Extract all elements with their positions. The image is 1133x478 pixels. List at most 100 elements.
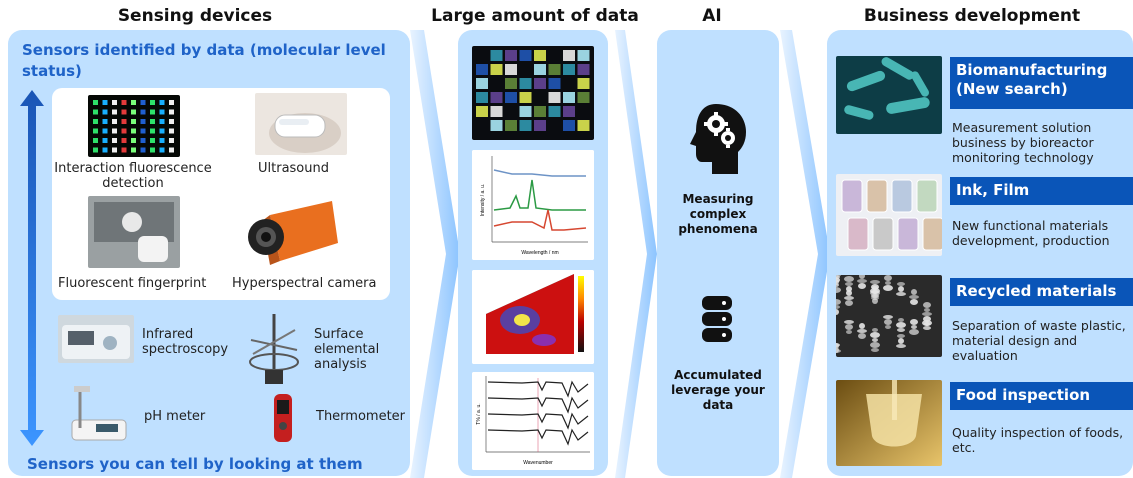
plastic-pellet (836, 305, 840, 309)
microarray-spot (140, 147, 146, 153)
plastic-pellet (870, 332, 880, 338)
hyperspectral-mosaic-image (472, 46, 594, 140)
microarray-spot (140, 138, 146, 143)
business-desc-recycled: Separation of waste plastic, material de… (952, 318, 1126, 363)
plastic-pellet (836, 283, 839, 287)
mosaic-tile (563, 92, 575, 103)
mosaic-tile (505, 50, 517, 61)
plastic-pellet (897, 328, 905, 332)
ink-jug (841, 179, 863, 213)
ftir-line-4 (487, 428, 589, 446)
microarray-spot (93, 100, 98, 105)
mosaic-tile (519, 120, 532, 131)
mosaic-tile (476, 106, 488, 117)
mosaic-tile (563, 106, 575, 117)
ink-jug (897, 217, 919, 251)
plastic-pellet (870, 280, 880, 284)
plastic-pellet (844, 320, 854, 324)
microarray-spot (102, 147, 108, 153)
plastic-pellet (858, 333, 866, 339)
microarray-spot (112, 109, 117, 115)
plastic-pellet (846, 290, 852, 296)
mosaic-tile (534, 64, 546, 75)
microarray-spot (159, 147, 165, 153)
flow-arrow-1 (410, 30, 460, 478)
plastic-pellet (871, 348, 879, 352)
accumulated-data-text: Accumulated leverage your data (671, 368, 765, 412)
microarray-spot (150, 109, 155, 115)
microarray-spot (121, 109, 127, 115)
device-label-fluorescence: Interaction fluorescence detection (54, 161, 212, 191)
plastic-pellet (872, 338, 878, 342)
hyperspectral-camera-image (240, 195, 340, 271)
microarray-spot (169, 119, 174, 124)
microarray-spot (159, 109, 165, 115)
plastic-pellet (872, 286, 878, 290)
plastic-pellet (911, 289, 917, 295)
device-label-fingerprint: Fluorescent fingerprint (58, 276, 207, 291)
microarray-spot (159, 100, 165, 105)
microarray-spot (102, 119, 108, 124)
microarray-spot (93, 119, 98, 124)
ftir-line-1 (487, 380, 589, 398)
plastic-pellet (898, 318, 904, 322)
mosaic-tile (548, 78, 561, 89)
vertical-double-arrow (20, 90, 44, 446)
microarray-spot (131, 109, 136, 115)
microarray-spot (159, 128, 165, 134)
plastic-pellet (857, 329, 867, 333)
molecular-sensors-label: Sensors identified by data (molecular le… (22, 41, 386, 80)
microarray-spot (150, 100, 155, 105)
plastic-pellet (858, 283, 866, 289)
business-title-recycled: Recycled materials (950, 278, 1133, 306)
mosaic-tile (563, 120, 575, 131)
microarray-spot (140, 119, 146, 124)
microarray-spot (150, 147, 155, 153)
plastic-pellet (910, 299, 918, 305)
plastic-pellet (896, 344, 906, 348)
mosaic-tile (476, 64, 488, 75)
plastic-pellets-image (836, 275, 942, 357)
microarray-spot (121, 119, 127, 124)
device-label-surface: Surface elemental analysis (314, 327, 380, 372)
microarray-spot (93, 128, 98, 134)
business-title: Business development (863, 6, 1081, 26)
plastic-pellet (857, 279, 867, 283)
plastic-pellet (885, 281, 891, 285)
microarray-spot (131, 128, 136, 134)
ink-jug (891, 179, 913, 213)
fluorescent-fingerprint-image (88, 196, 180, 268)
mosaic-tile (577, 120, 590, 131)
microarray-spot (121, 100, 127, 105)
business-title-ink: Ink, Film (950, 177, 1133, 205)
microarray-spot (102, 100, 108, 105)
microarray-spot (112, 119, 117, 124)
business-desc-ink: New functional materials development, pr… (952, 218, 1110, 248)
mosaic-tile (519, 92, 532, 103)
surface-analysis-image (243, 310, 305, 388)
plastic-pellet (870, 342, 880, 348)
business-desc-food: Quality inspection of foods, etc. (952, 425, 1124, 455)
microarray-spot (140, 128, 146, 134)
microarray-spot (102, 138, 108, 143)
mosaic-tile (490, 92, 503, 103)
plastic-pellet (836, 299, 841, 305)
mosaic-tile (490, 64, 503, 75)
mosaic-tile (490, 50, 503, 61)
mosaic-tile (476, 78, 488, 89)
plastic-pellet (836, 343, 840, 347)
business-desc-bio: Measurement solution business by bioreac… (952, 120, 1094, 165)
plastic-pellet (845, 282, 853, 286)
flow-arrow-2 (615, 30, 657, 478)
microarray-spot (93, 147, 98, 153)
ink-jug (872, 217, 894, 251)
mosaic-tile (519, 106, 532, 117)
measuring-phenomena-text: Measuring complex phenomena (678, 192, 758, 236)
microarray-spot (150, 128, 155, 134)
mosaic-tile (577, 64, 590, 75)
microarray-spot (159, 119, 165, 124)
device-label-thermometer: Thermometer (316, 409, 406, 424)
mosaic-tile (548, 92, 561, 103)
device-label-ph: pH meter (144, 409, 206, 424)
flow-arrow-3 (780, 30, 830, 478)
